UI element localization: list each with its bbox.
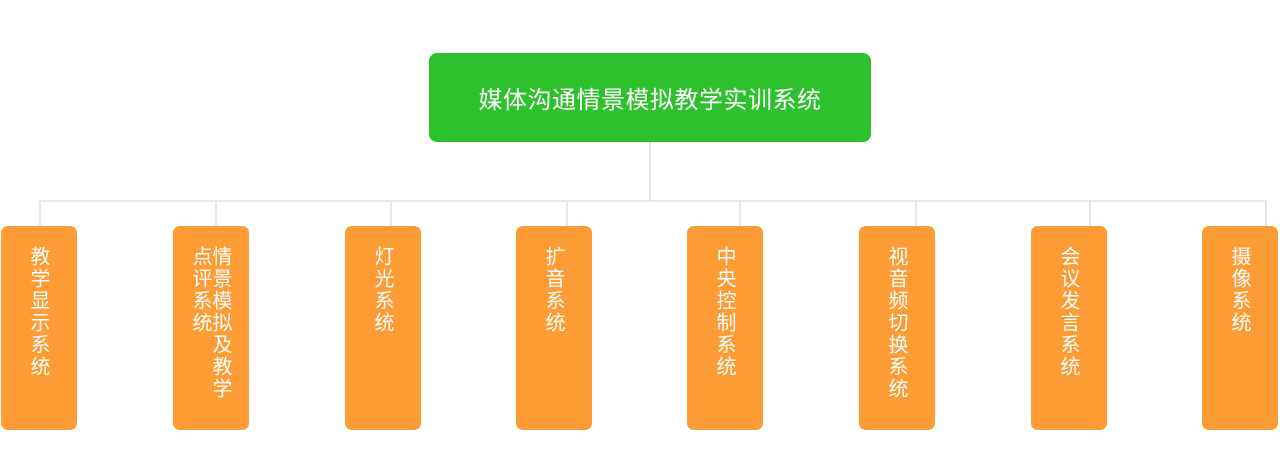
child-node-conference-speech: 会议发言系统 [1031, 226, 1107, 430]
child-node-label: 中央控制系统 [713, 246, 737, 378]
child-node-label: 摄像系统 [1228, 246, 1252, 334]
child-node-central-control: 中央控制系统 [687, 226, 763, 430]
root-node: 媒体沟通情景模拟教学实训系统 [429, 53, 871, 142]
child-node-scenario-simulation: 情景模拟及教学点评系统 [173, 226, 249, 430]
child-node-label: 灯光系统 [371, 246, 395, 334]
child-node-label: 扩音系统 [542, 246, 566, 334]
child-node-av-switching: 视音频切换系统 [859, 226, 935, 430]
child-node-label: 情景模拟及教学点评系统 [189, 246, 233, 400]
child-node-sound-amplification: 扩音系统 [516, 226, 592, 430]
child-node-label: 教学显示系统 [27, 246, 51, 378]
child-node-lighting: 灯光系统 [345, 226, 421, 430]
child-node-label: 视音频切换系统 [885, 246, 909, 400]
root-node-label: 媒体沟通情景模拟教学实训系统 [478, 86, 822, 114]
child-node-teaching-display: 教学显示系统 [1, 226, 77, 430]
child-node-camera: 摄像系统 [1202, 226, 1278, 430]
child-node-label: 会议发言系统 [1057, 246, 1081, 378]
